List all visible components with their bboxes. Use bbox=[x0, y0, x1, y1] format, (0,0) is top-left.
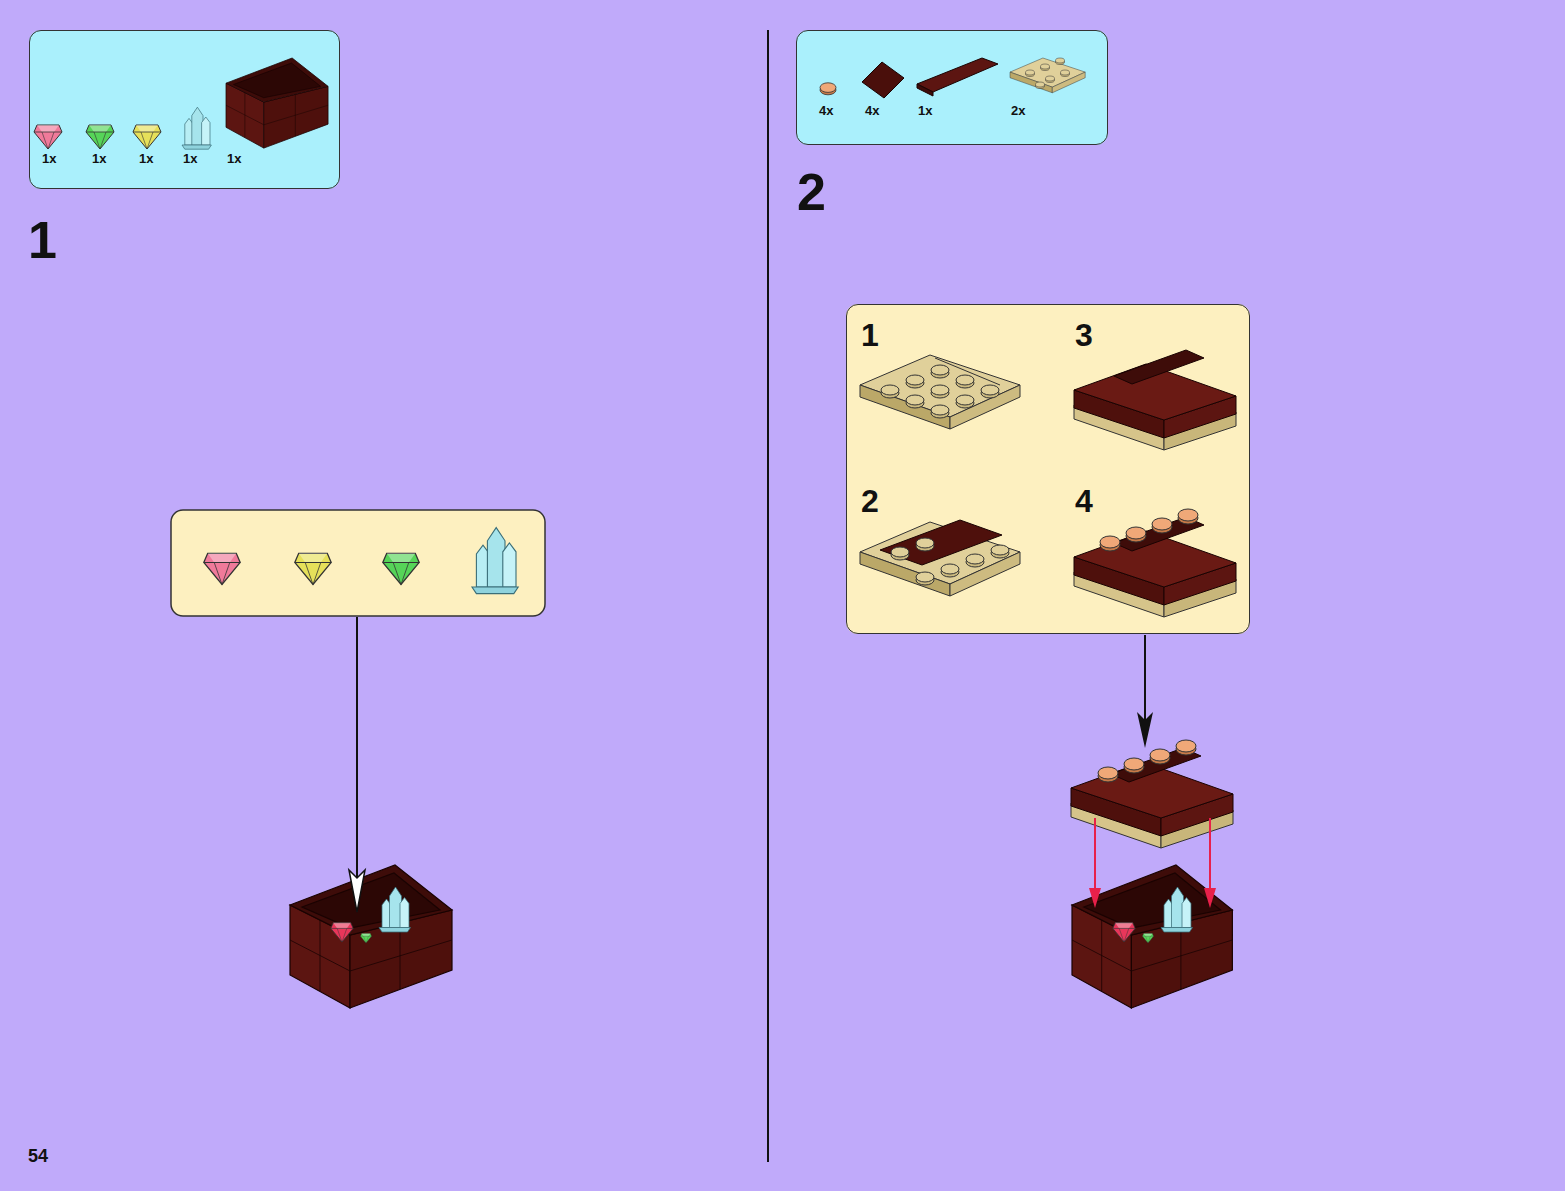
page-number: 54 bbox=[28, 1147, 48, 1165]
part-count: 1x bbox=[227, 152, 241, 165]
part-count: 1x bbox=[918, 104, 932, 117]
parts-list: 1x 1x 1x 1x 1x bbox=[29, 30, 340, 189]
sub-step-number: 4 bbox=[1075, 485, 1093, 517]
part-count: 1x bbox=[183, 152, 197, 165]
parts-list: 4x 4x 1x 2x bbox=[796, 30, 1108, 145]
sub-step-number: 2 bbox=[861, 485, 879, 517]
part-count: 1x bbox=[139, 152, 153, 165]
step-number: 2 bbox=[797, 166, 826, 218]
part-count: 4x bbox=[819, 104, 833, 117]
sub-step-number: 3 bbox=[1075, 319, 1093, 351]
part-count: 4x bbox=[865, 104, 879, 117]
sub-step-panel: 1 2 3 4 bbox=[846, 304, 1250, 634]
part-count: 1x bbox=[42, 152, 56, 165]
step-number: 1 bbox=[28, 214, 57, 266]
sub-step-number: 1 bbox=[861, 319, 879, 351]
part-count: 2x bbox=[1011, 104, 1025, 117]
part-count: 1x bbox=[92, 152, 106, 165]
